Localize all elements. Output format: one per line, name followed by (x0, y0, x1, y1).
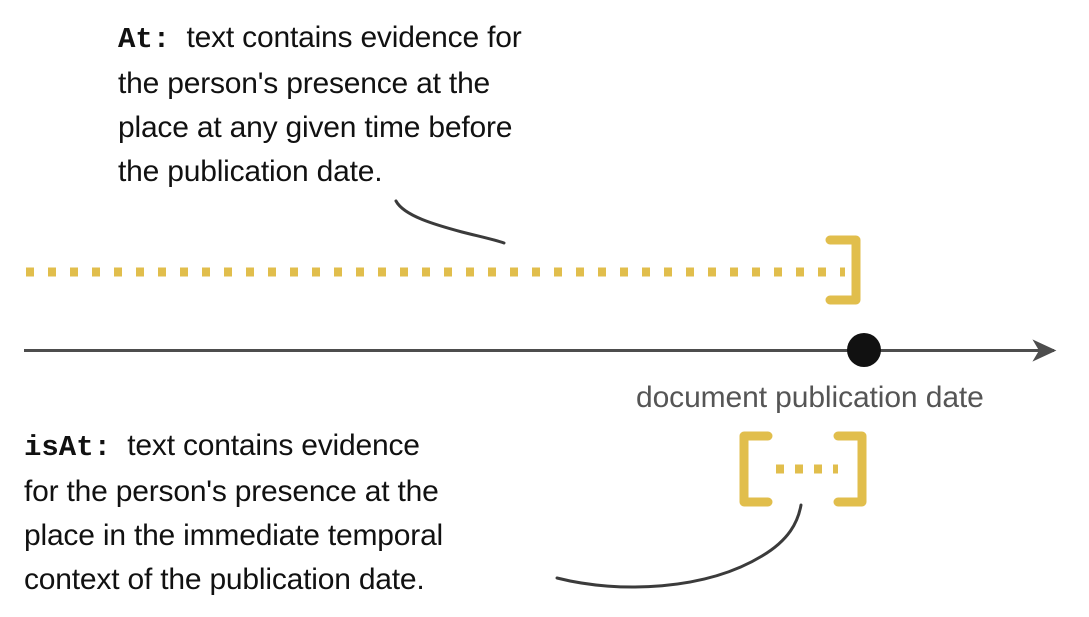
isat-span-left-bracket-icon (739, 431, 773, 507)
annotation-at-description: text contains evidence for the person's … (118, 21, 522, 188)
isat-span-right-bracket-icon (833, 431, 867, 507)
publication-date-marker (847, 333, 881, 367)
publication-date-dot-icon (847, 333, 881, 367)
at-span-group (26, 235, 861, 305)
annotation-isat-description: text contains evidence for the person's … (24, 429, 444, 596)
leader-curve-isat (555, 503, 803, 589)
publication-date-label: document publication date (636, 381, 984, 414)
isat-span-group (739, 431, 867, 507)
annotation-at-key: At: (118, 23, 171, 56)
leader-curve-at (394, 199, 506, 245)
annotation-isat: isAt: text contains evidence for the per… (24, 424, 604, 602)
annotation-isat-key: isAt: (24, 431, 112, 464)
annotation-at: At: text contains evidence for the perso… (118, 16, 678, 194)
at-span-right-bracket-icon (825, 235, 861, 305)
